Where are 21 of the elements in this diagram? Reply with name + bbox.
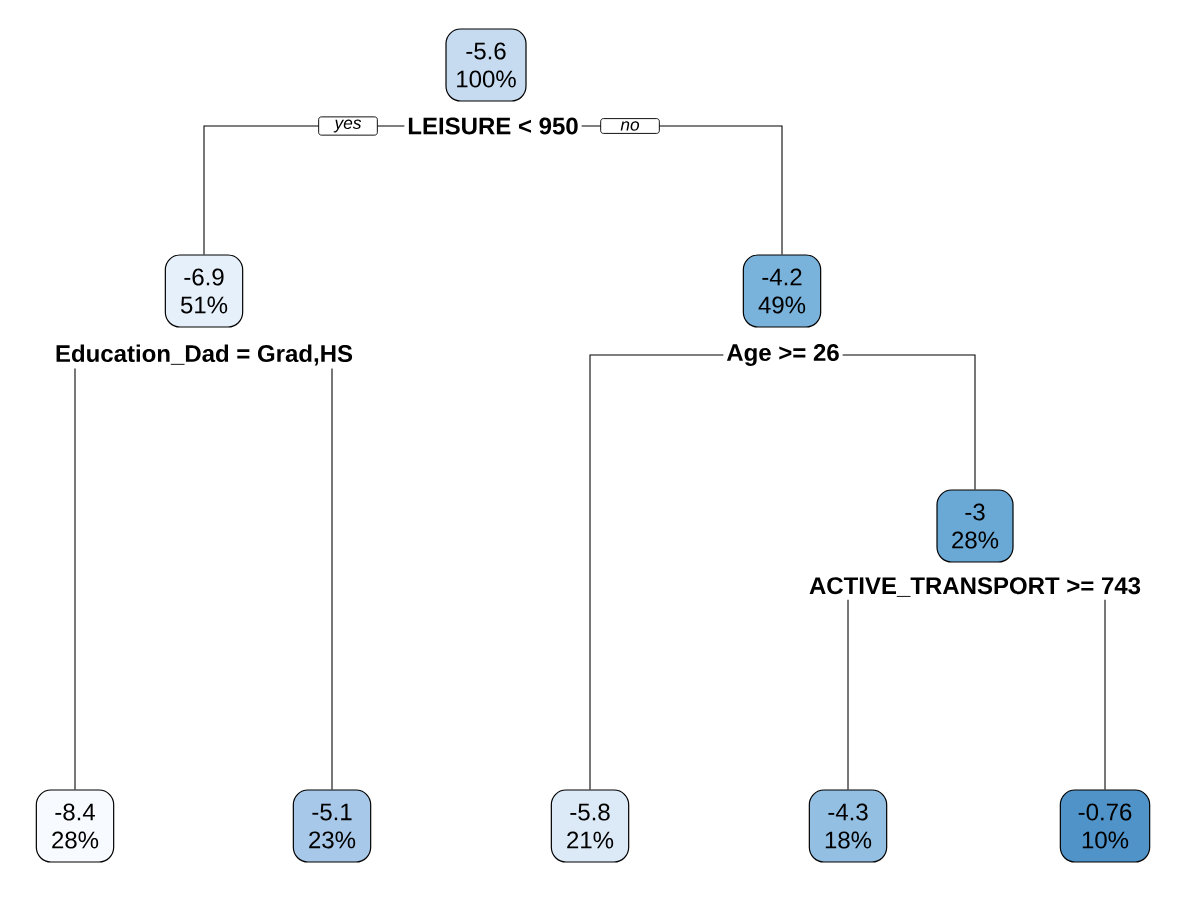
connector-line	[847, 599, 849, 790]
split-label: Age >= 26	[726, 344, 839, 366]
connector-line	[74, 367, 76, 790]
node-box: -4.3 18%	[808, 789, 888, 863]
node-box: -3 28%	[936, 489, 1014, 563]
node-box: -6.9 51%	[164, 254, 244, 328]
node-box: -8.4 28%	[35, 789, 115, 863]
edge-label: yes	[318, 116, 378, 136]
node-box: -0.76 10%	[1059, 789, 1151, 863]
node-box: -5.8 21%	[550, 789, 630, 863]
connector-line	[842, 354, 976, 490]
connector-line	[1104, 599, 1106, 790]
split-label: LEISURE < 950	[408, 117, 578, 135]
split-label: ACTIVE_TRANSPORT >= 743	[809, 577, 1141, 597]
node-box: -5.1 23%	[292, 789, 372, 863]
edge-label: no	[600, 118, 660, 134]
split-label: Education_Dad = Grad,HS	[56, 344, 353, 366]
connector-line	[331, 367, 333, 790]
connector-line	[589, 354, 724, 790]
node-box: -4.2 49%	[742, 254, 822, 328]
node-box: -5.6 100%	[445, 28, 527, 102]
